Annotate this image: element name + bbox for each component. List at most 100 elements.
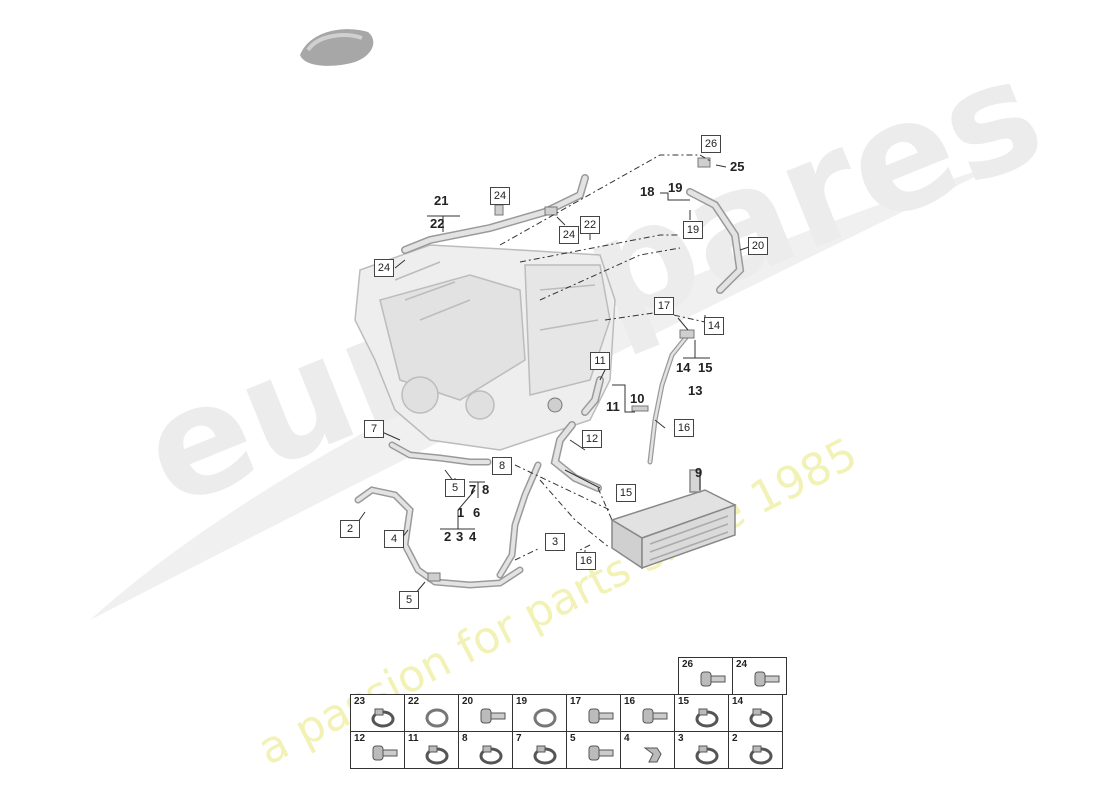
callout-box-16-top: 16 [674, 419, 694, 437]
callout-box-14: 14 [704, 317, 724, 335]
parts-cell[interactable]: 2 [728, 731, 783, 769]
hose-clamp-icon [425, 745, 449, 765]
parts-cell[interactable]: 16 [620, 694, 675, 732]
callout-box-11: 11 [590, 352, 610, 370]
part-number: 5 [570, 733, 576, 744]
parts-cell[interactable]: 22 [404, 694, 459, 732]
hose-clamp-icon [371, 708, 395, 728]
hose-clamp-icon [695, 745, 719, 765]
parts-cell[interactable]: 26 [678, 657, 733, 695]
parts-cell[interactable]: 15 [674, 694, 729, 732]
callout-box-12: 12 [582, 430, 602, 448]
parts-cell[interactable]: 20 [458, 694, 513, 732]
o-ring-icon [425, 708, 449, 728]
o-ring-icon [533, 708, 557, 728]
callout-label-10: 10 [630, 391, 645, 406]
callout-label-21: 21 [434, 193, 449, 208]
callout-box-22: 22 [580, 216, 600, 234]
part-number: 3 [678, 733, 684, 744]
part-number: 22 [408, 696, 420, 707]
callout-box-3: 3 [545, 533, 565, 551]
part-number: 2 [732, 733, 738, 744]
hose-clamp-icon [695, 708, 719, 728]
callout-label-22: 22 [430, 216, 445, 231]
parts-row-top: 26 24 [678, 657, 788, 695]
bolt-icon [642, 708, 668, 724]
hose-clamp-icon [533, 745, 557, 765]
callout-box-24-top: 24 [490, 187, 510, 205]
hose-clamps [427, 157, 711, 582]
bolt-icon [588, 708, 614, 724]
hoses [354, 174, 745, 589]
callout-label-13: 13 [688, 383, 703, 398]
part-number: 19 [516, 696, 528, 707]
part-number: 15 [678, 696, 690, 707]
part-number: 14 [732, 696, 744, 707]
part-number: 16 [624, 696, 636, 707]
part-number: 4 [624, 733, 630, 744]
callout-box-19: 19 [683, 221, 703, 239]
callout-box-5-top: 5 [445, 479, 465, 497]
parts-cell[interactable]: 11 [404, 731, 459, 769]
part-number: 24 [736, 659, 748, 670]
bolt-icon [754, 671, 780, 687]
parts-cell[interactable]: 7 [512, 731, 567, 769]
part-number: 7 [516, 733, 522, 744]
callout-label-19: 19 [668, 180, 683, 195]
callout-label-4: 4 [469, 529, 477, 544]
hose-clamp-icon [749, 745, 773, 765]
hose-clamp-icon [749, 708, 773, 728]
parts-cell[interactable]: 5 [566, 731, 621, 769]
parts-cell[interactable]: 24 [732, 657, 787, 695]
callout-label-11: 11 [606, 399, 620, 414]
callout-box-8: 8 [492, 457, 512, 475]
callout-label-7: 7 [469, 482, 477, 497]
callout-box-16-bottom: 16 [576, 552, 596, 570]
parts-cell[interactable]: 19 [512, 694, 567, 732]
callout-label-15: 15 [698, 360, 713, 375]
parts-cell[interactable]: 17 [566, 694, 621, 732]
parts-cell[interactable]: 14 [728, 694, 783, 732]
parts-row-middle: 23 22 20 19 17 16 15 14 [350, 694, 788, 732]
bolt-icon [588, 745, 614, 761]
part-number: 11 [408, 733, 419, 744]
parts-cell[interactable]: 12 [350, 731, 405, 769]
callout-label-18: 18 [640, 184, 655, 199]
oil-cooler [610, 469, 737, 570]
car-silhouette-icon [300, 29, 374, 66]
parts-cell[interactable]: 4 [620, 731, 675, 769]
callout-box-17: 17 [654, 297, 674, 315]
bolt-icon [372, 745, 398, 761]
engine-block [354, 244, 616, 451]
callout-label-25: 25 [730, 159, 745, 174]
part-number: 17 [570, 696, 582, 707]
parts-table: 26 24 23 22 20 19 17 16 15 14 [350, 657, 788, 769]
callout-box-24-left: 24 [374, 259, 394, 277]
hose-clamp-icon [479, 745, 503, 765]
parts-cell[interactable]: 3 [674, 731, 729, 769]
callout-box-2: 2 [340, 520, 360, 538]
part-number: 23 [354, 696, 366, 707]
parts-cell[interactable]: 8 [458, 731, 513, 769]
callout-label-14: 14 [676, 360, 691, 375]
callout-box-20: 20 [748, 237, 768, 255]
bolt-icon [480, 708, 506, 724]
callout-label-9: 9 [695, 465, 703, 480]
part-number: 8 [462, 733, 468, 744]
bolt-icon [700, 671, 726, 687]
callout-box-15: 15 [616, 484, 636, 502]
callout-box-4: 4 [384, 530, 404, 548]
callout-label-2: 2 [444, 529, 452, 544]
parts-cell[interactable]: 23 [350, 694, 405, 732]
callout-label-6: 6 [473, 505, 481, 520]
callout-box-7: 7 [364, 420, 384, 438]
parts-row-bottom: 12 11 8 7 5 4 3 2 [350, 731, 788, 769]
callout-box-5-bottom: 5 [399, 591, 419, 609]
callout-label-3: 3 [456, 529, 464, 544]
clip-icon [643, 747, 662, 763]
callout-box-24-mid: 24 [559, 226, 579, 244]
part-number: 20 [462, 696, 474, 707]
callout-label-1: 1 [457, 505, 465, 520]
